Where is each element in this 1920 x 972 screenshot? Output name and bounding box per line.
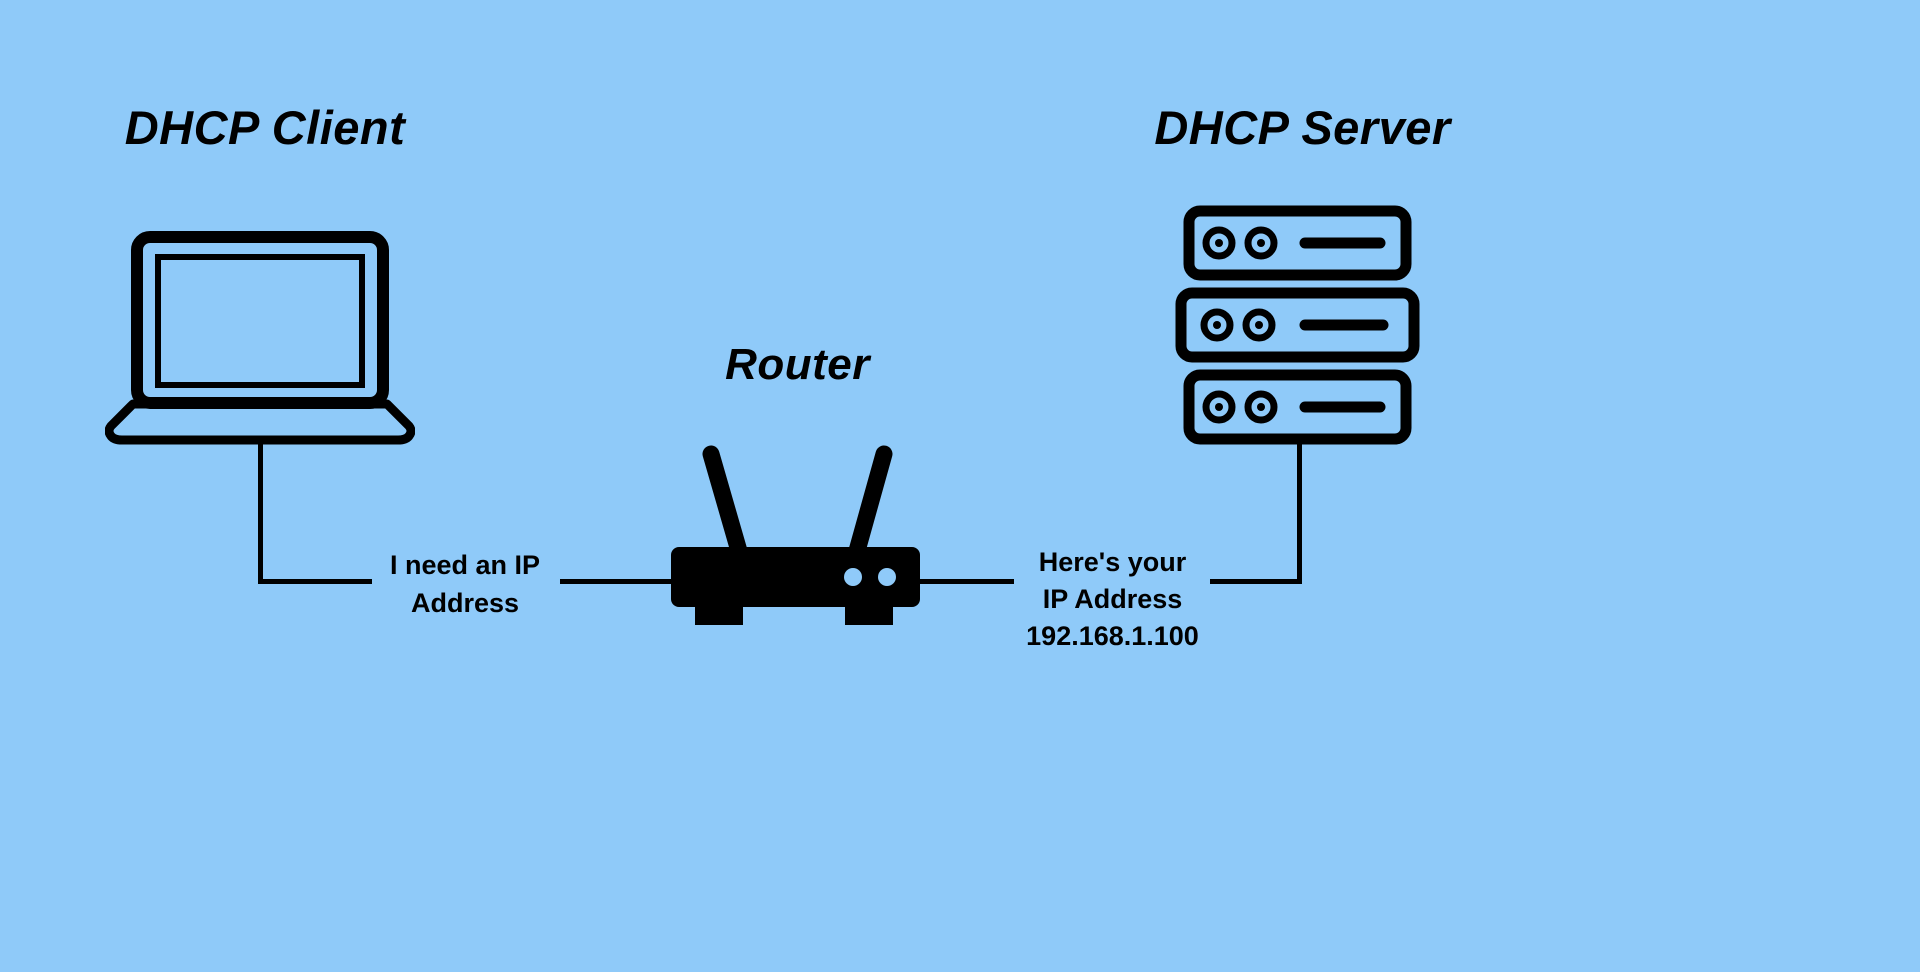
- request-message-line2: Address: [410, 588, 520, 618]
- router-icon: [671, 445, 920, 625]
- request-message-line1: I need an IP: [389, 550, 541, 580]
- server-connector-horizontal-1: [917, 579, 1014, 584]
- response-message-line2: IP Address: [1042, 584, 1183, 614]
- client-connector-vertical: [258, 440, 263, 582]
- response-message-line3: 192.168.1.100: [1026, 621, 1199, 651]
- server-connector-vertical: [1297, 444, 1302, 584]
- laptop-icon: [105, 231, 415, 445]
- dhcp-client-label: DHCP Client: [124, 101, 406, 154]
- request-message: I need an IP Address: [365, 546, 565, 622]
- response-message: Here's your IP Address 192.168.1.100: [1010, 544, 1215, 655]
- router-label: Router: [725, 340, 870, 389]
- server-connector-horizontal-2: [1210, 579, 1302, 584]
- dhcp-server-label: DHCP Server: [1154, 101, 1451, 154]
- response-message-line1: Here's your: [1038, 547, 1187, 577]
- server-icon: [1175, 205, 1420, 445]
- client-connector-horizontal-2: [560, 579, 674, 584]
- client-connector-horizontal-1: [258, 579, 372, 584]
